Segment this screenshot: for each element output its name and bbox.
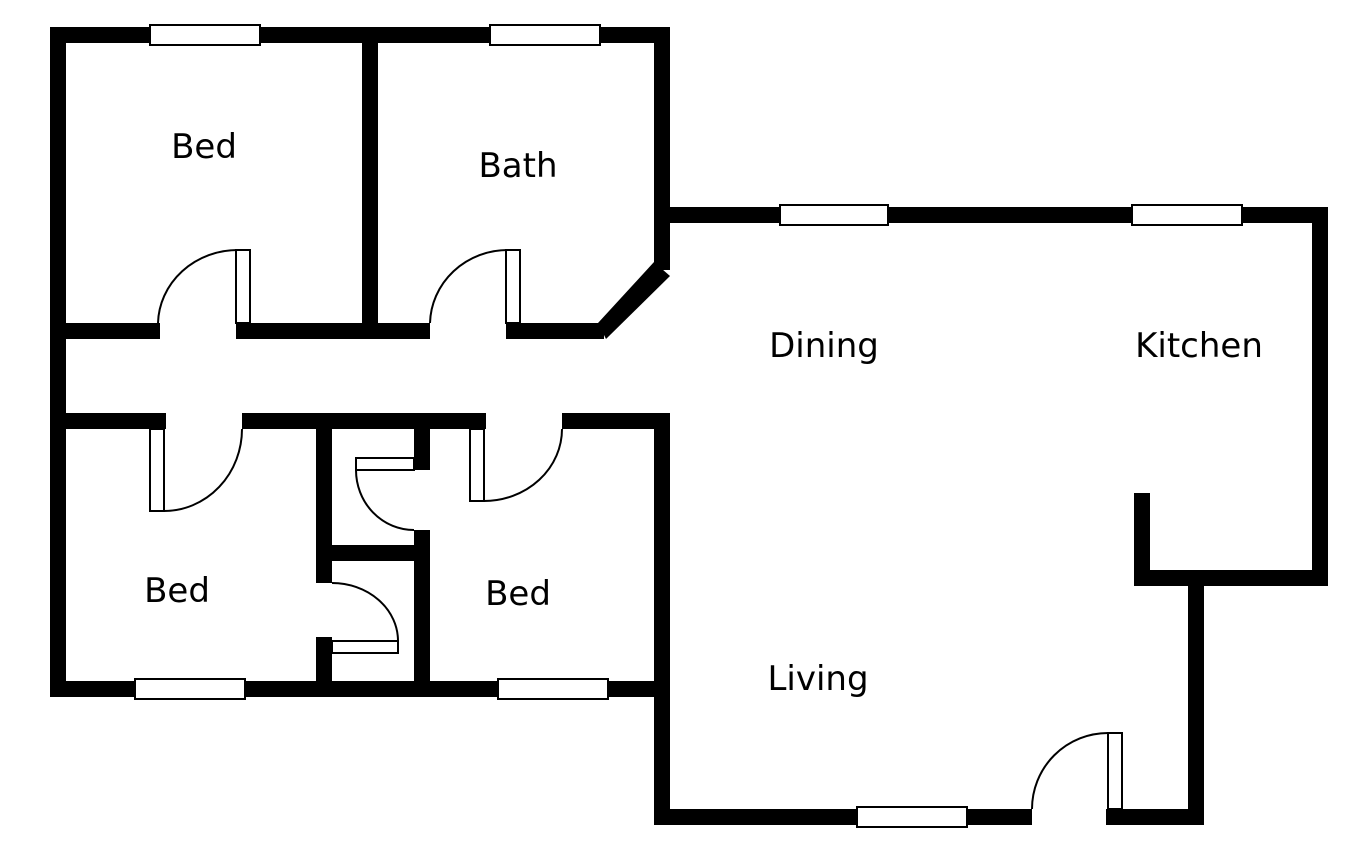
door-leaf-living-entrance (1107, 732, 1123, 810)
label-bed-top-left: Bed (171, 127, 237, 167)
door-swing-bed-bottom-left (163, 428, 243, 512)
door-leaf-bed-bottom-middle (469, 428, 485, 502)
wall-closet-right-lower (414, 530, 430, 697)
wall-left (50, 27, 66, 697)
wall-corridor-upper-2 (236, 323, 430, 339)
window-living-bottom (856, 806, 968, 828)
window-bed-bottom-left (134, 678, 246, 700)
label-kitchen: Kitchen (1135, 326, 1263, 366)
wall-living-left (654, 413, 670, 825)
doors (149, 249, 1123, 810)
wall-corridor-upper-1 (50, 323, 160, 339)
wall-corridor-lower-3 (562, 413, 670, 429)
wall-closet-right-upper (414, 413, 430, 470)
door-leaf-closet-upper (355, 457, 415, 471)
window-kitchen-top (1131, 204, 1243, 226)
wall-corridor-upper-3 (506, 323, 604, 339)
walls (50, 27, 1328, 825)
wall-living-bottom-1 (654, 809, 1032, 825)
wall-closet-left (316, 413, 332, 583)
label-bed-bottom-left: Bed (144, 571, 210, 611)
wall-closet-divider (316, 545, 430, 561)
room-labels: Bed Bath Dining Kitchen Bed Bed Living (144, 127, 1263, 699)
wall-bath-right-upper (654, 27, 670, 270)
label-living: Living (767, 659, 868, 699)
wall-corridor-lower-1 (50, 413, 166, 429)
wall-living-right (1188, 570, 1204, 825)
window-bed-top (149, 24, 261, 46)
label-bath: Bath (478, 146, 557, 186)
door-swing-closet-lower (331, 582, 399, 642)
label-bed-bottom-middle: Bed (485, 574, 551, 614)
window-dining-top (779, 204, 889, 226)
wall-kitchen-right (1312, 207, 1328, 586)
door-swing-closet-upper (355, 469, 415, 531)
wall-bath-diagonal (598, 262, 670, 339)
wall-kitchen-stub (1134, 493, 1150, 586)
door-swing-bed-bottom-middle (483, 428, 563, 502)
window-bath-top (489, 24, 601, 46)
door-leaf-closet-lower (331, 640, 399, 654)
label-dining: Dining (769, 326, 879, 366)
door-leaf-bed-bottom-left (149, 428, 165, 512)
door-swing-bath (429, 249, 509, 324)
wall-bed-bath-divider (362, 27, 378, 339)
window-bed-bottom-middle (497, 678, 609, 700)
door-swing-living-entrance (1031, 732, 1109, 810)
wall-kitchen-bottom (1134, 570, 1328, 586)
wall-corridor-lower-2 (242, 413, 486, 429)
door-leaf-bed-top (235, 249, 251, 324)
door-swing-bed-top (157, 249, 239, 324)
door-leaf-bath (505, 249, 521, 324)
wall-living-bottom-2 (1106, 809, 1204, 825)
windows (134, 24, 1243, 828)
